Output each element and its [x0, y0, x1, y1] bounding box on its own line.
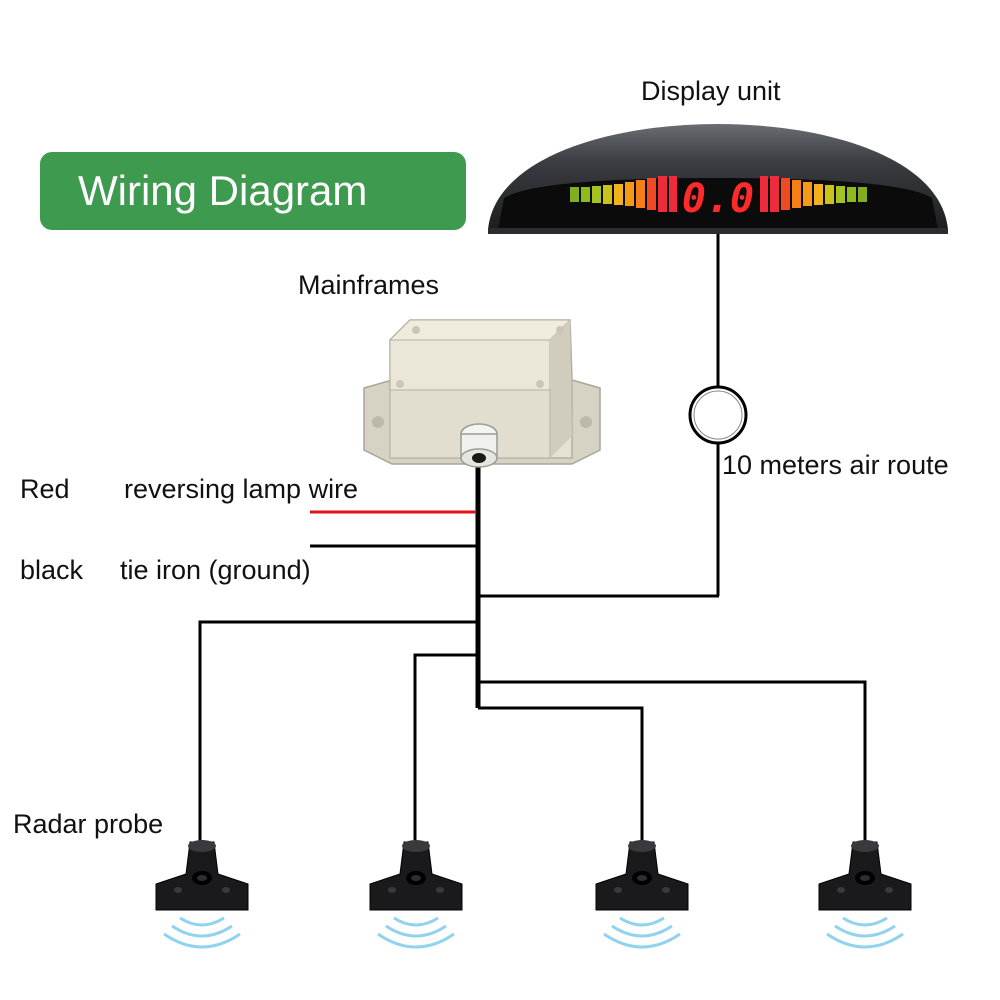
cable-coil-inner [693, 390, 743, 440]
mainframes-label: Mainframes [298, 270, 440, 300]
red-wire-color-label: Red [20, 474, 70, 504]
distance-readout: 0.0 [682, 176, 754, 222]
probe-2-cable [413, 653, 478, 845]
cable-coil-icon [688, 385, 748, 445]
radar-probe-label: Radar probe [13, 809, 164, 839]
probe-4-cable [478, 680, 867, 845]
distance-bars-left [570, 176, 677, 212]
cable-connector-icon [460, 423, 498, 468]
radar-probe-icon [155, 840, 249, 949]
parking-sensor-display-icon: 0.0 [488, 124, 948, 234]
black-wire-function-label: tie iron (ground) [120, 555, 311, 585]
junction-box-icon [363, 319, 601, 465]
page-title: Wiring Diagram [78, 167, 368, 214]
probe-1-cable [198, 620, 478, 845]
radar-probe-icon [369, 840, 463, 949]
radar-probe-icon [595, 840, 689, 949]
radar-probe-icon [818, 840, 912, 949]
black-wire-color-label: black [20, 555, 84, 585]
cable-length-label: 10 meters air route [722, 450, 949, 480]
red-wire-function-label: reversing lamp wire [124, 474, 359, 504]
title-box: Wiring Diagram [40, 152, 466, 230]
display-unit-label: Display unit [641, 76, 781, 106]
distance-bars-right [760, 176, 867, 212]
probe-3-cable [478, 706, 644, 845]
